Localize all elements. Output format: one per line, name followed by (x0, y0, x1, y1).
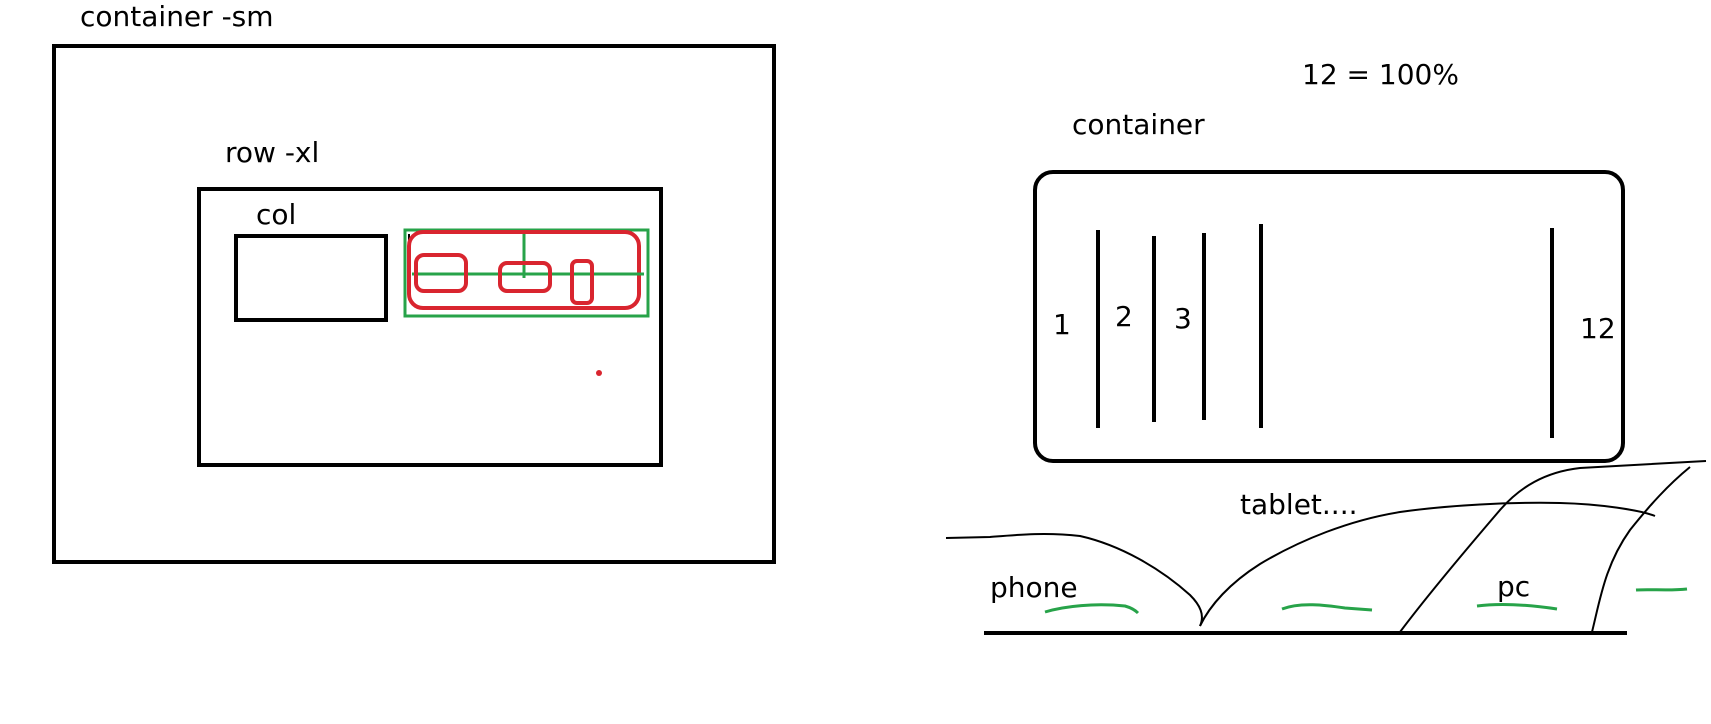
column-dividers (1096, 224, 1554, 438)
col-label: col (256, 198, 296, 231)
pc-curve (1399, 460, 1707, 633)
container-sm-label: container -sm (80, 0, 274, 33)
breakpoint-sketch (945, 460, 1707, 633)
red-row-box (407, 230, 641, 310)
container-box (1033, 170, 1625, 463)
red-small-box-1 (414, 253, 468, 293)
large-curve (1591, 466, 1691, 633)
phone-underline (1044, 603, 1140, 615)
large-underline (1635, 587, 1688, 592)
green-underlines (1044, 587, 1688, 615)
container-sm-box (52, 44, 776, 564)
tablet-label: tablet.... (1240, 488, 1358, 521)
twelve-equals-label: 12 = 100% (1302, 58, 1459, 91)
phone-curve (945, 533, 1203, 627)
row-xl-label: row -xl (225, 136, 319, 169)
col-number-1: 1 (1053, 308, 1071, 341)
red-dot (596, 370, 602, 376)
tablet-underline (1281, 603, 1373, 612)
container-label: container (1072, 108, 1205, 141)
col-number-12: 12 (1580, 312, 1616, 345)
phone-label: phone (990, 571, 1078, 604)
col-number-2: 2 (1115, 300, 1133, 333)
row-xl-box (197, 187, 663, 467)
pc-underline (1476, 603, 1558, 611)
col-number-3: 3 (1174, 302, 1192, 335)
tablet-curve (1199, 501, 1656, 627)
pc-label: pc (1497, 570, 1530, 603)
red-small-box-2 (498, 261, 552, 293)
col-box (234, 234, 388, 322)
red-small-box-3 (570, 259, 594, 305)
